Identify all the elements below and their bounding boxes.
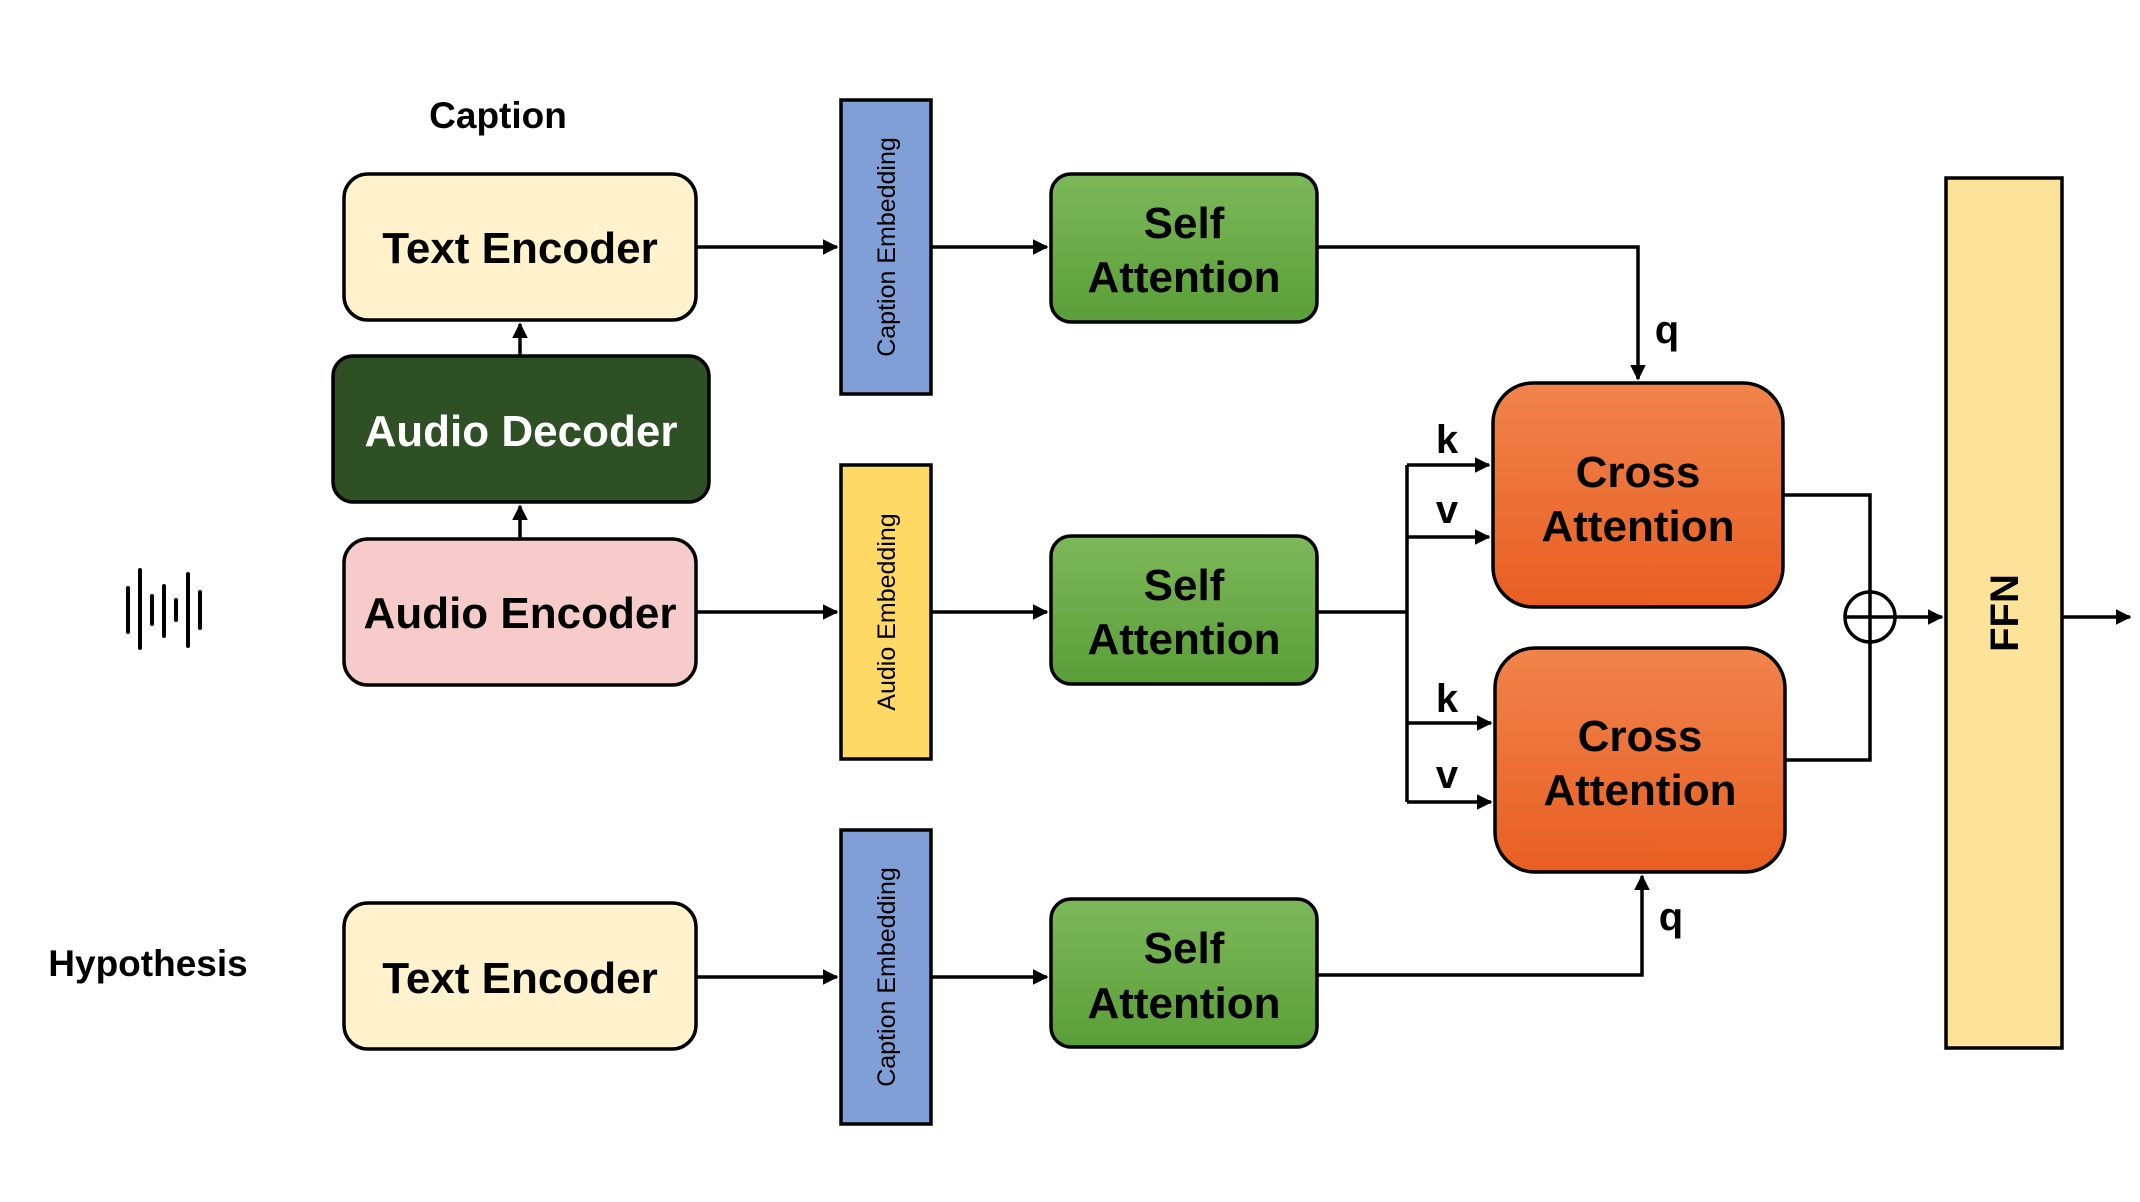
k-bottom-label: k: [1436, 677, 1459, 721]
text-encoder-bottom-label: Text Encoder: [382, 954, 657, 1003]
audio-encoder: Audio Encoder: [342, 537, 698, 687]
text-encoder-top-label: Text Encoder: [382, 224, 657, 273]
plus-circle-icon: [1843, 590, 1897, 644]
k-top-label: k: [1436, 418, 1459, 462]
self-attention-mid-line1: Self: [1144, 561, 1225, 610]
ffn-label: FFN: [1983, 574, 2027, 652]
caption-embedding-bottom: Caption Embedding: [839, 828, 933, 1126]
q-top-label: q: [1655, 308, 1679, 352]
cross-attention-top-line1: Cross: [1576, 448, 1701, 497]
connectors: [512, 239, 2132, 985]
q-bottom-label: q: [1659, 895, 1683, 939]
caption-label: Caption: [429, 95, 567, 136]
cross-attention-top-line2: Attention: [1541, 502, 1734, 551]
audio-decoder: Audio Decoder: [331, 354, 711, 504]
caption-embedding-top: Caption Embedding: [839, 98, 933, 396]
self-attention-mid: Self Attention: [1049, 534, 1319, 686]
ffn-block: FFN: [1944, 176, 2064, 1050]
cross-attention-bottom: Cross Attention: [1493, 646, 1787, 874]
hypothesis-label: Hypothesis: [48, 943, 247, 984]
self-attention-mid-line2: Attention: [1087, 615, 1280, 664]
edge-q-bottom: [1317, 874, 1650, 977]
audio-embedding-label: Audio Embedding: [873, 513, 901, 710]
edge-cross-top-to-sum: [1783, 493, 1872, 592]
audio-decoder-label: Audio Decoder: [365, 407, 678, 456]
audio-encoder-label: Audio Encoder: [364, 589, 677, 638]
self-attention-top-line2: Attention: [1087, 253, 1280, 302]
cross-attention-bottom-line2: Attention: [1543, 766, 1736, 815]
waveform-icon: [126, 568, 202, 650]
cross-attention-top: Cross Attention: [1491, 381, 1785, 609]
self-attention-bottom-line2: Attention: [1087, 979, 1280, 1028]
cross-attention-bottom-line1: Cross: [1578, 712, 1703, 761]
v-bottom-label: v: [1436, 753, 1459, 797]
self-attention-bottom-line1: Self: [1144, 924, 1225, 973]
self-attention-top: Self Attention: [1049, 172, 1319, 324]
self-attention-top-line1: Self: [1144, 199, 1225, 248]
caption-embedding-top-label: Caption Embedding: [873, 137, 901, 357]
caption-embedding-bottom-label: Caption Embedding: [873, 867, 901, 1087]
text-encoder-bottom: Text Encoder: [342, 901, 698, 1051]
self-attention-bottom: Self Attention: [1049, 897, 1319, 1049]
edge-cross-bottom-to-sum: [1785, 642, 1872, 762]
edge-q-top: [1317, 245, 1646, 381]
audio-embedding: Audio Embedding: [839, 463, 933, 761]
text-encoder-top: Text Encoder: [342, 172, 698, 322]
v-top-label: v: [1436, 488, 1459, 532]
